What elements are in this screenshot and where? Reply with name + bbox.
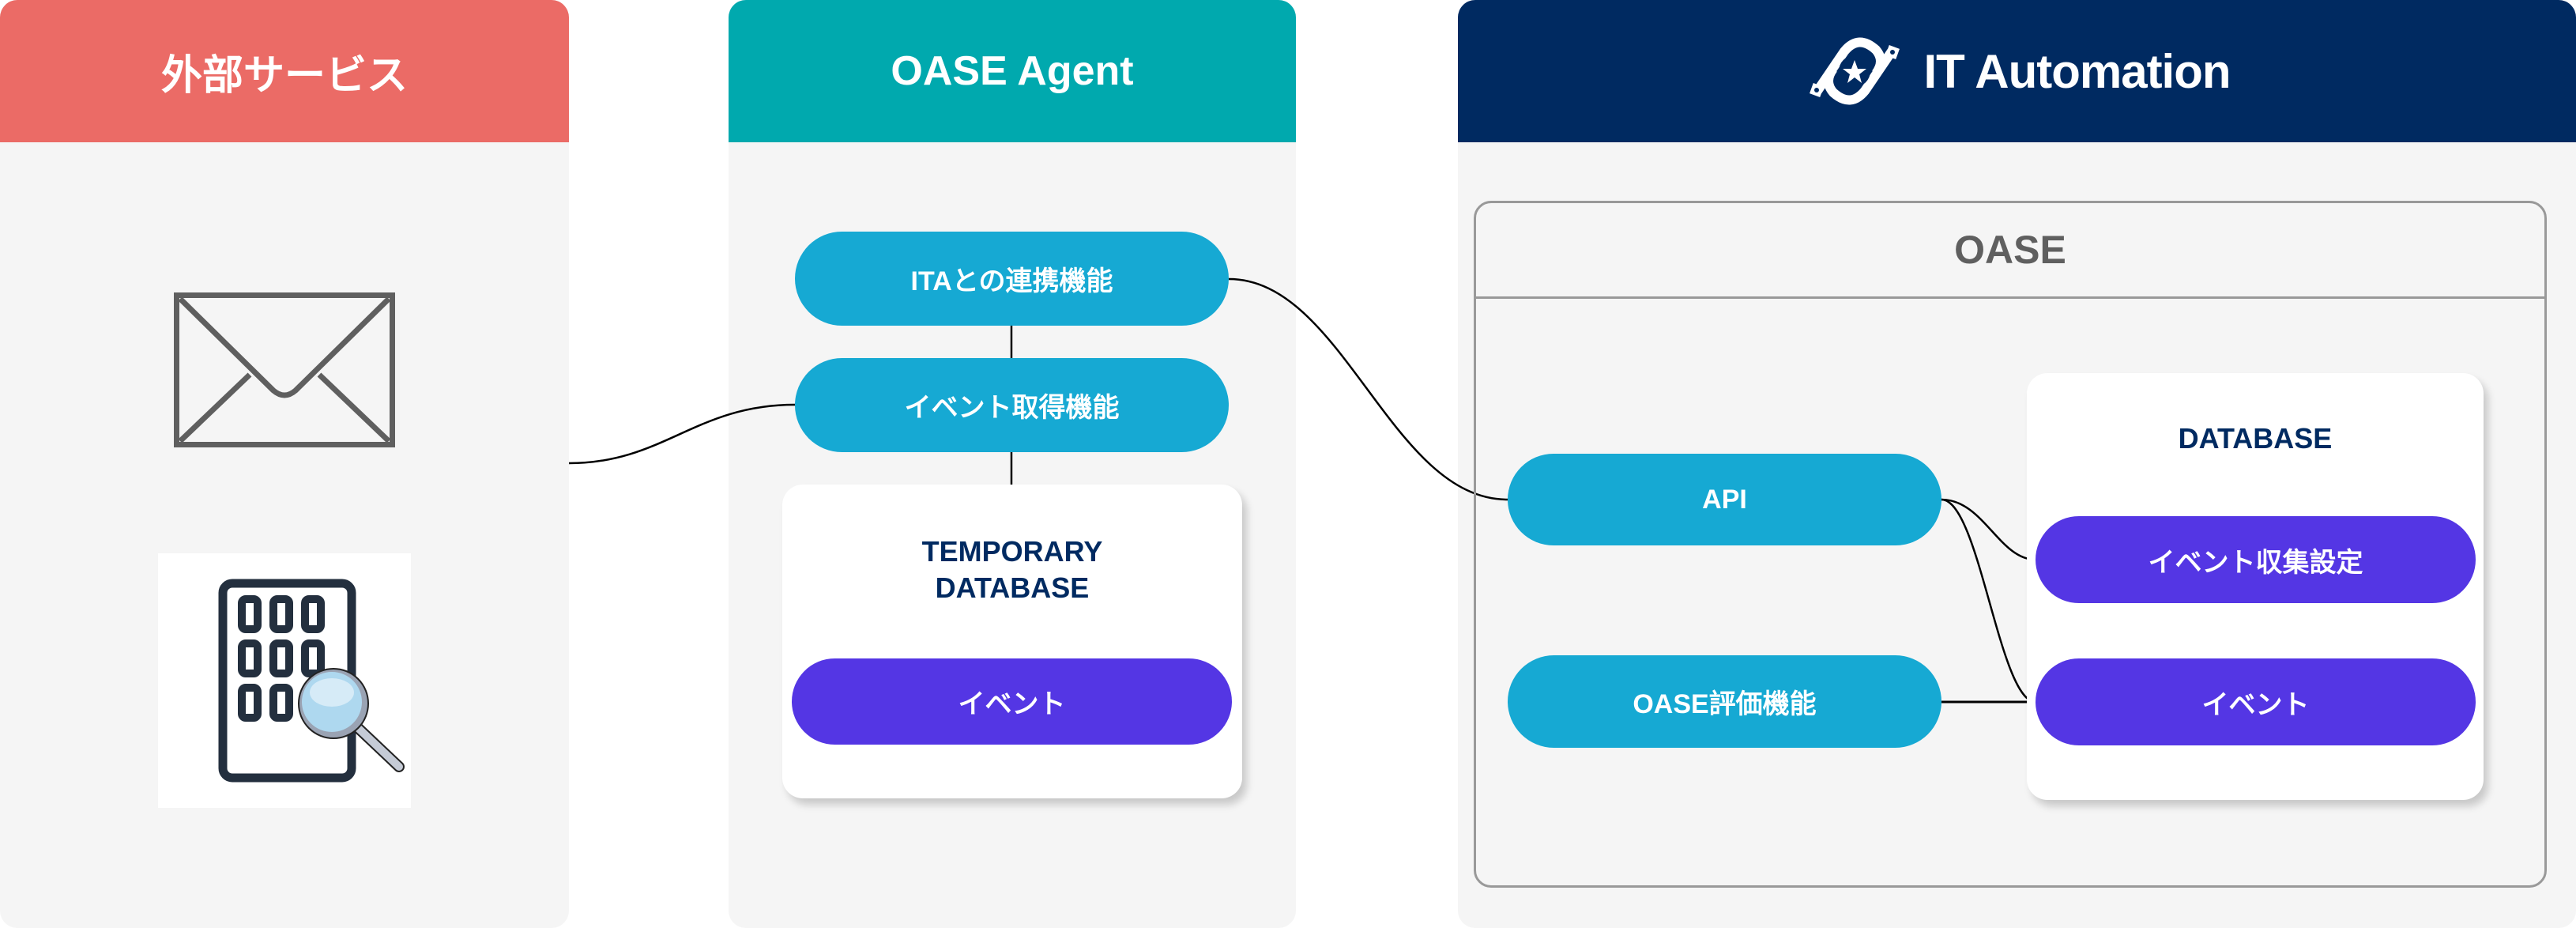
event-fetch-function-label: イベント取得機能 <box>904 393 1120 423</box>
api[interactable]: API <box>1508 454 1941 545</box>
temp-db-event[interactable]: イベント <box>792 658 1232 745</box>
building-search-icon <box>158 553 411 808</box>
temporary-database-title-line2: DATABASE <box>935 572 1090 604</box>
external-services-header: 外部サービス <box>0 0 569 142</box>
it-automation-brand: IT Automation <box>1803 36 2231 107</box>
ita-logo-icon <box>1810 37 1900 105</box>
event-collection-settings[interactable]: イベント収集設定 <box>2036 516 2476 603</box>
oase-module: OASE <box>1474 201 2547 888</box>
it-automation-header: IT Automation <box>1458 0 2576 142</box>
oase-event[interactable]: イベント <box>2036 658 2476 745</box>
ita-link-function[interactable]: ITAとの連携機能 <box>795 232 1229 326</box>
temporary-database: TEMPORARY DATABASE <box>782 485 1242 798</box>
event-fetch-function[interactable]: イベント取得機能 <box>795 358 1229 452</box>
oase-database-title: DATABASE <box>2178 422 2333 455</box>
oase-agent-header: OASE Agent <box>729 0 1296 142</box>
oase-agent-title: OASE Agent <box>891 48 1134 94</box>
oase-evaluation-function-label: OASE評価機能 <box>1633 689 1817 719</box>
oase-evaluation-function[interactable]: OASE評価機能 <box>1508 655 1941 748</box>
ita-link-function-label: ITAとの連携機能 <box>910 266 1113 296</box>
temp-db-event-label: イベント <box>958 689 1066 719</box>
event-collection-settings-label: イベント収集設定 <box>2148 547 2363 578</box>
temporary-database-title-line1: TEMPORARY <box>921 535 1103 568</box>
oase-event-label: イベント <box>2201 689 2310 720</box>
it-automation-title: IT Automation <box>1923 44 2231 98</box>
mail-envelope-icon <box>174 292 395 447</box>
oase-module-title: OASE <box>1476 203 2544 299</box>
api-label: API <box>1702 484 1747 515</box>
temporary-database-title: TEMPORARY DATABASE <box>782 534 1242 606</box>
external-services-title: 外部サービス <box>160 52 408 99</box>
